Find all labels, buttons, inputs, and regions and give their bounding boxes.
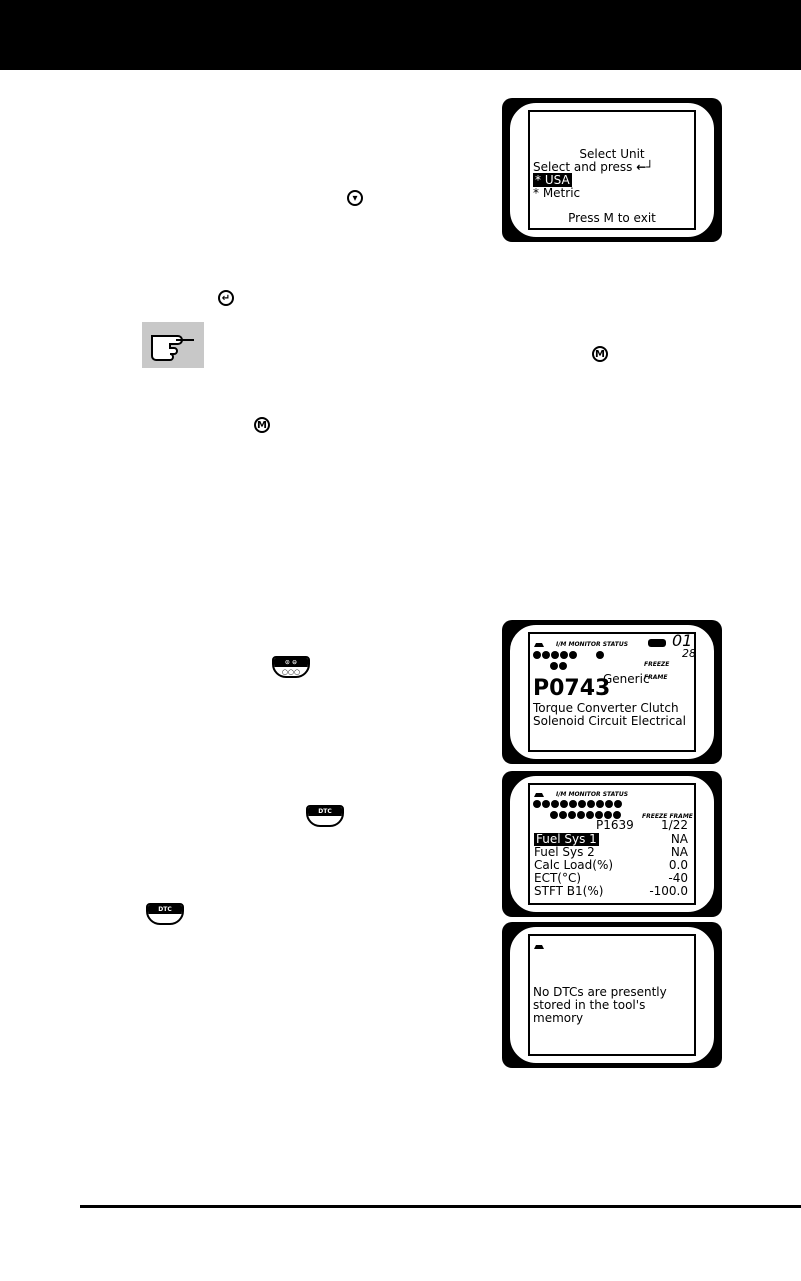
header-bar [0, 0, 801, 70]
data-row: Fuel Sys 2 NA [534, 845, 688, 859]
freeze-frame-label: FREEZE FRAME [642, 813, 693, 820]
monitor-icons-row2 [550, 808, 622, 821]
screen-title: Select Unit [579, 147, 645, 161]
car-icon [533, 638, 545, 651]
data-row: Fuel Sys 1 NA [534, 832, 688, 846]
monitor-icons [533, 648, 605, 661]
note-pointing-hand-icon [142, 322, 204, 368]
dtc-key-icon: DTC [306, 805, 344, 827]
dtc-code: P1639 [596, 818, 634, 832]
dtc-code: P0743 [533, 676, 611, 701]
footer-rule [80, 1205, 801, 1208]
dtc-total: 28 [682, 647, 696, 660]
dtc-key-icon: DTC [146, 903, 184, 925]
mil-icon [648, 638, 666, 651]
power-link-key-icon: ⊙ ⊖ ○○○ [272, 656, 310, 678]
screen-prompt: Select and press ←┘ [533, 160, 654, 174]
dtc-description-line2: Solenoid Circuit Electrical [533, 714, 686, 728]
dtc-counter: 01 [672, 632, 693, 650]
page-indicator: 1/22 [661, 818, 688, 832]
enter-key-icon: ↵ [218, 290, 234, 306]
m-key-icon: M [592, 346, 608, 362]
enter-arrow-icon: ←┘ [636, 160, 654, 174]
select-unit-screen: Select Unit Select and press ←┘ * USA * … [502, 98, 722, 242]
car-icon [533, 788, 545, 801]
code-type: Generic [603, 672, 650, 686]
data-row: ECT(°C) -40 [534, 871, 688, 885]
data-row: STFT B1(%) -100.0 [534, 884, 688, 898]
down-key-icon: ▾ [347, 190, 363, 206]
monitor-status-label: I/M MONITOR STATUS [556, 641, 629, 648]
option-metric: * Metric [533, 186, 581, 200]
no-dtc-screen: No DTCs are presently stored in the tool… [502, 922, 722, 1068]
monitor-status-label: I/M MONITOR STATUS [556, 791, 629, 798]
option-usa: * USA [533, 173, 572, 187]
exit-hint: Press M to exit [568, 211, 656, 225]
dtc-code-screen: I/M MONITOR STATUS 01 28 FREEZE FRAME P0… [502, 620, 722, 764]
monitor-icons [533, 797, 623, 810]
freeze-frame-screen: I/M MONITOR STATUS FREEZE FRAME P1639 1/… [502, 771, 722, 917]
no-dtc-message-line2: stored in the tool's memory [533, 998, 646, 1025]
freeze-frame-label: FREEZE FRAME [644, 661, 670, 681]
data-row: Calc Load(%) 0.0 [534, 858, 688, 872]
m-key-icon: M [254, 417, 270, 433]
car-icon [533, 940, 545, 953]
no-dtc-message-line1: No DTCs are presently [533, 985, 667, 999]
dtc-description-line1: Torque Converter Clutch [533, 701, 679, 715]
monitor-icons-row2 [550, 659, 568, 672]
